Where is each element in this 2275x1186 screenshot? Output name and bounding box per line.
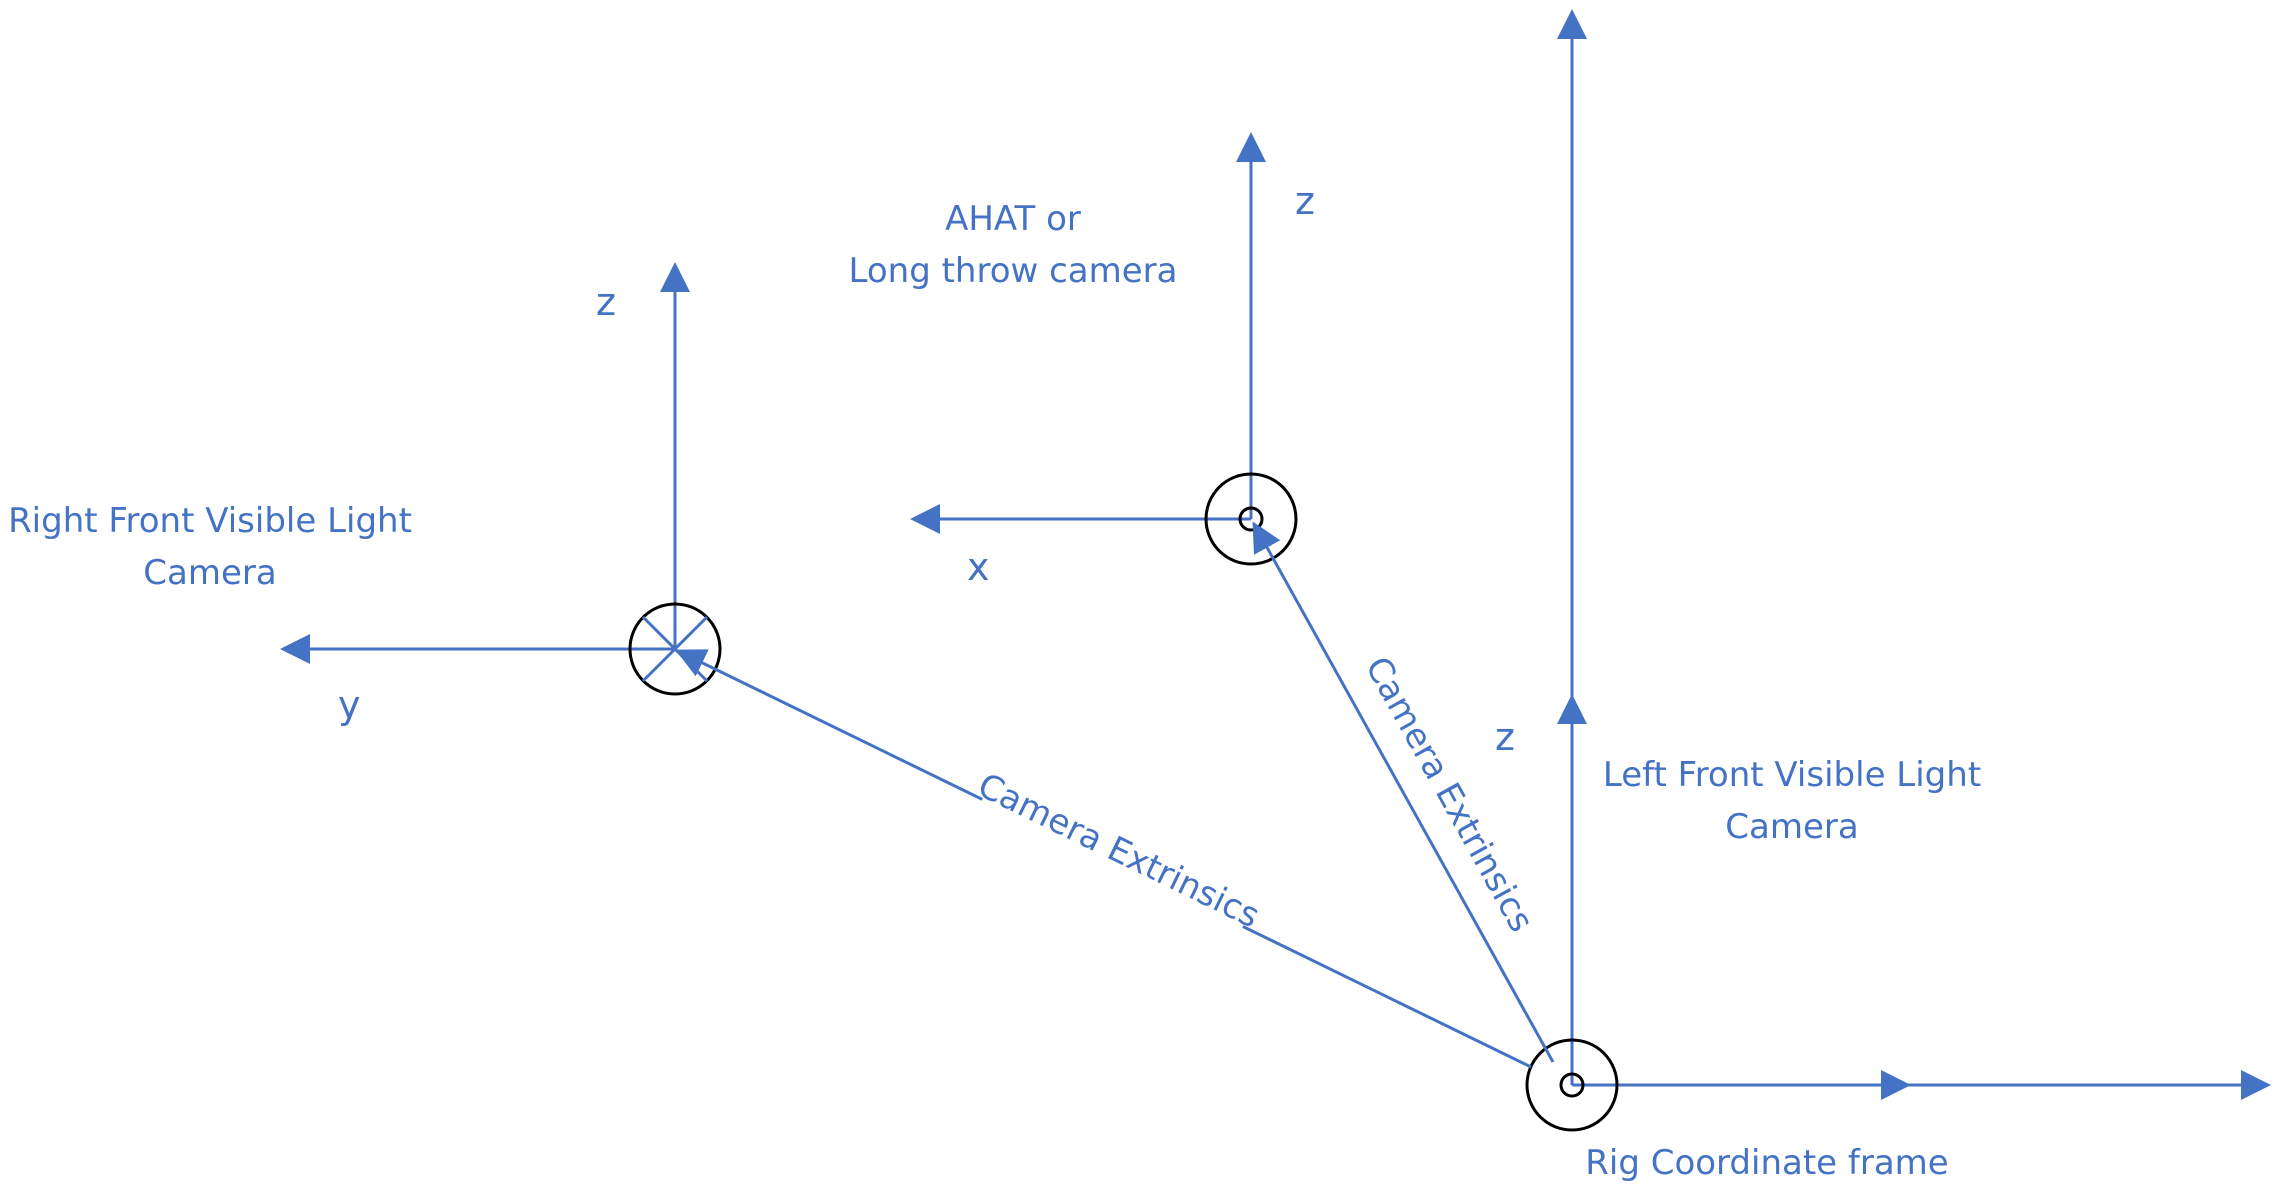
rig-frame: z Left Front Visible Light Camera Rig Co… <box>1495 9 2271 1183</box>
right-camera-frame: z y Right Front Visible Light Camera <box>8 262 722 727</box>
rig-frame-label: Rig Coordinate frame <box>1585 1143 1948 1183</box>
right-camera-y-label: y <box>338 683 361 727</box>
extrinsics-arrow-to-ahat-camera <box>1252 521 1555 1063</box>
left-camera-label-line2: Camera <box>1725 807 1858 847</box>
left-camera-z-label: z <box>1495 715 1515 759</box>
ahat-camera-origin-out-of-page-icon <box>1204 472 1298 566</box>
ahat-camera-x-label: x <box>967 545 990 589</box>
rig-origin-out-of-page-icon <box>1525 1038 1619 1132</box>
extrinsics-arrows: Camera Extrinsics Camera Extrinsics <box>675 521 1555 1069</box>
ahat-camera-frame: z x AHAT or Long throw camera <box>849 132 1315 589</box>
extrinsics-label-right: Camera Extrinsics <box>972 765 1266 936</box>
ahat-camera-z-label: z <box>1295 179 1315 223</box>
right-camera-label-line2: Camera <box>143 553 276 593</box>
extrinsics-label-ahat: Camera Extrinsics <box>1357 650 1541 939</box>
right-camera-label-line1: Right Front Visible Light <box>8 501 412 541</box>
right-camera-z-label: z <box>596 280 616 324</box>
ahat-camera-label-line2: Long throw camera <box>849 251 1178 291</box>
left-camera-label-line1: Left Front Visible Light <box>1603 755 1981 795</box>
ahat-camera-label-line1: AHAT or <box>945 199 1081 239</box>
